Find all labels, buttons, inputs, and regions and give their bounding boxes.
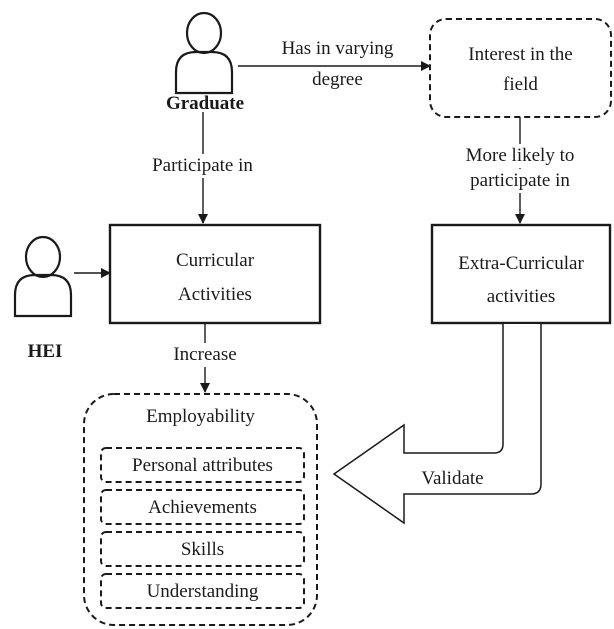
- item-box-skills: [100, 531, 305, 567]
- employability-title: Employability: [146, 406, 255, 427]
- item-skills: Skills: [180, 539, 225, 560]
- curricular-node: [108, 223, 322, 325]
- participate-in-label: Participate in: [125, 154, 280, 178]
- item-box-personal-attributes: [100, 447, 305, 483]
- validate-label: Validate: [421, 468, 484, 489]
- curricular-label-line2: Activities: [178, 284, 252, 305]
- more-likely-label-line2: participate in: [440, 169, 600, 193]
- validate-arrow: [332, 324, 542, 525]
- graduate-person-icon: [174, 11, 234, 95]
- item-box-understanding: [100, 573, 305, 609]
- increase-label: Increase: [155, 343, 255, 367]
- curricular-label-line1: Curricular: [175, 250, 255, 271]
- more-likely-label-line1: More likely to: [440, 144, 600, 168]
- graduate-label: Graduate: [165, 93, 245, 114]
- has-varying-label-line2: degree: [312, 69, 363, 90]
- item-box-achievements: [100, 489, 305, 525]
- has-varying-label-line1: Has in varying: [255, 37, 420, 61]
- item-achievements: Achievements: [148, 497, 257, 518]
- interest-label-line1: Interest in the: [468, 44, 573, 65]
- item-personal-attributes: Personal attributes: [132, 455, 273, 476]
- interest-label-line2: field: [503, 74, 538, 95]
- extra-curricular-label-line2: activities: [486, 286, 556, 307]
- hei-label: HEI: [27, 341, 63, 362]
- extra-curricular-label-line1: Extra-Curricular: [458, 253, 584, 274]
- hei-person-icon: [13, 235, 73, 318]
- extra-curricular-node: [430, 223, 612, 325]
- item-understanding: Understanding: [146, 581, 259, 602]
- interest-node: [429, 18, 612, 118]
